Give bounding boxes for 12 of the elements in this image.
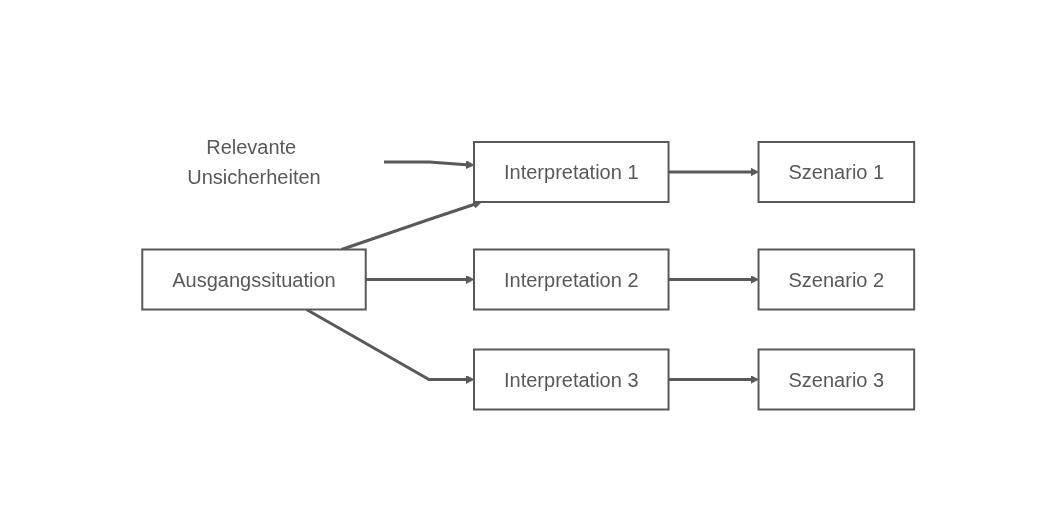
node-box: Interpretation 3: [472, 348, 670, 411]
arrow: [668, 167, 759, 177]
node-box: Interpretation 2: [472, 248, 670, 311]
node-box: Ausgangssituation: [141, 248, 367, 311]
node-box: Interpretation 1: [472, 140, 670, 203]
arrow: [668, 274, 759, 284]
node-text: Relevante Unsicherheiten: [187, 135, 321, 188]
node-box: Szenario 1: [757, 140, 916, 203]
arrow: [668, 374, 759, 384]
node-box: Szenario 3: [757, 348, 916, 411]
arrow: [340, 200, 482, 251]
node-box: Szenario 2: [757, 248, 916, 311]
